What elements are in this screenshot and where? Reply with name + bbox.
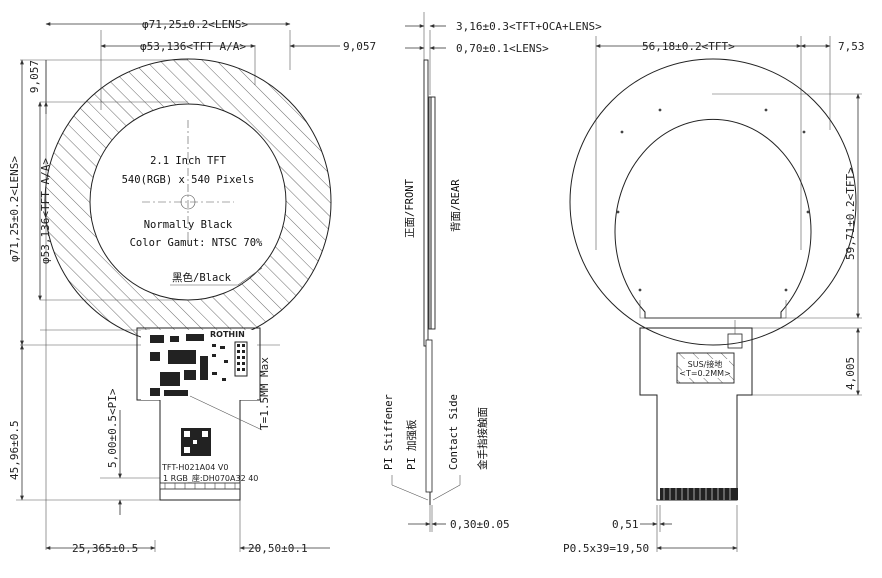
dim-rear-tft-width: 56,18±0.2<TFT>: [642, 40, 735, 53]
sus-label: SUS/接地: [688, 359, 723, 369]
dim-top-gap: 9,057: [28, 60, 41, 93]
dim-lens-thickness: 0,70±0.1<LENS>: [456, 42, 549, 55]
dim-pitch: P0.5x39=19,50: [563, 542, 649, 555]
dim-total-thickness: 3,16±0.3<TFT+OCA+LENS>: [456, 20, 602, 33]
dim-bottom-left: 25,365±0.5: [72, 542, 138, 555]
label-rear: 背面/REAR: [449, 179, 462, 232]
gold-fingers-rear: [660, 488, 738, 500]
screen-text-mode: Normally Black: [144, 219, 233, 231]
dim-bottom-thickness: 0,30±0.05: [450, 518, 510, 531]
gold-fingers-front: [164, 483, 236, 489]
label-contact-side: Contact Side: [448, 394, 460, 470]
fpc-side: [425, 339, 433, 493]
lens-layer: [423, 59, 429, 347]
dim-rear-tft-height: 59,71±0.2<TFT>: [844, 167, 857, 260]
rear-lens-outline: [569, 58, 857, 346]
tft-layer: [428, 96, 436, 330]
screen-text-gamut: Color Gamut: NTSC 70%: [130, 237, 263, 249]
sus-thickness: <T=0.2MM>: [679, 369, 731, 378]
label-front: 正面/FRONT: [404, 178, 416, 238]
label-contact-cn: 金手指接触面: [476, 407, 489, 470]
dim-tft-aa-width: φ53,136<TFT A/A>: [140, 40, 246, 53]
black-border-ring: [45, 59, 332, 345]
dim-thickness-note: T=1.5MM Max: [258, 357, 271, 430]
screen-text-size: 2.1 Inch TFT: [150, 155, 227, 167]
rear-view: SUS/接地 <T=0.2MM> 56,18±0.2<TFT> 7,53 59,…: [563, 36, 865, 555]
active-area-outline: [89, 103, 287, 301]
dim-pi-length: 5,00±0.5<PI>: [106, 388, 119, 468]
dim-finger-offset: 0,51: [612, 518, 639, 531]
side-view: 3,16±0.3<TFT+OCA+LENS> 0,70±0.1<LENS> 正面…: [383, 12, 602, 532]
dim-lens-width: φ71,25±0.2<LENS>: [142, 18, 248, 31]
dim-rear-tab-height: 4,005: [844, 357, 857, 390]
dim-bottom-right: 20,50±0.1: [248, 542, 308, 555]
rear-tft-outline: [614, 118, 812, 319]
screen-text-resolution: 540(RGB) x 540 Pixels: [122, 174, 255, 186]
label-pi-stiffener: PI Stiffener: [383, 394, 395, 470]
front-view: 2.1 Inch TFT 540(RGB) x 540 Pixels Norma…: [8, 18, 376, 555]
dim-rear-right-gap: 7,53: [838, 40, 865, 53]
black-border-label: 黑色/Black: [172, 271, 232, 284]
dim-lens-height: φ71,25±0.2<LENS>: [8, 156, 21, 262]
dim-fpc-length: 45,96±0.5: [8, 420, 21, 480]
dim-tft-aa-height: φ53,136<TFT A/A>: [39, 158, 52, 264]
label-pi-cn: PI 加强板: [405, 419, 418, 470]
fpc-pin-text: 1 RGB_座:DH070A32 40: [163, 473, 258, 483]
fpc-components: [150, 334, 248, 396]
fpc-brand-text: ROTHIN: [210, 330, 245, 339]
fpc-model-text: TFT-H021A04 V0: [161, 463, 228, 472]
dim-right-gap: 9,057: [343, 40, 376, 53]
